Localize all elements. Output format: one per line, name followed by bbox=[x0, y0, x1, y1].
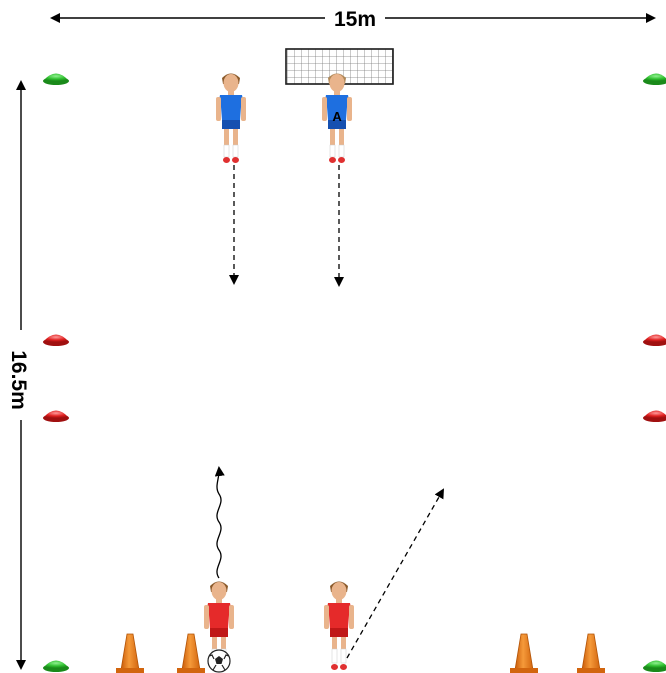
dribble-arrow bbox=[214, 466, 225, 579]
corner-marker-bottom-right bbox=[643, 660, 666, 672]
attacker-run-arrow bbox=[346, 488, 444, 659]
training-cone-icon bbox=[510, 633, 538, 673]
player-label-a: A bbox=[332, 109, 342, 124]
training-cone-icon bbox=[116, 633, 144, 673]
training-cone-icon bbox=[177, 633, 205, 673]
disc-markers bbox=[43, 73, 666, 672]
mid-marker-left-lower bbox=[43, 410, 69, 422]
mid-marker-left-upper bbox=[43, 334, 69, 346]
movement-arrows bbox=[214, 165, 444, 659]
corner-marker-bottom-left bbox=[43, 660, 69, 672]
corner-marker-top-right bbox=[643, 73, 666, 85]
width-dimension: 15m bbox=[50, 8, 656, 31]
attacker-player-with-ball bbox=[204, 581, 234, 660]
height-dimension: 16.5m bbox=[7, 80, 30, 670]
cones bbox=[116, 633, 605, 673]
width-label: 15m bbox=[334, 8, 376, 31]
mid-marker-right-upper bbox=[643, 334, 666, 346]
mid-marker-right-lower bbox=[643, 410, 666, 422]
training-cone-icon bbox=[577, 633, 605, 673]
defender-player-left bbox=[216, 73, 246, 163]
attacker-player-right bbox=[324, 581, 354, 670]
defender-player-a: A bbox=[322, 73, 352, 163]
height-label: 16.5m bbox=[7, 350, 30, 410]
corner-marker-top-left bbox=[43, 73, 69, 85]
soccer-ball-icon bbox=[207, 649, 231, 673]
